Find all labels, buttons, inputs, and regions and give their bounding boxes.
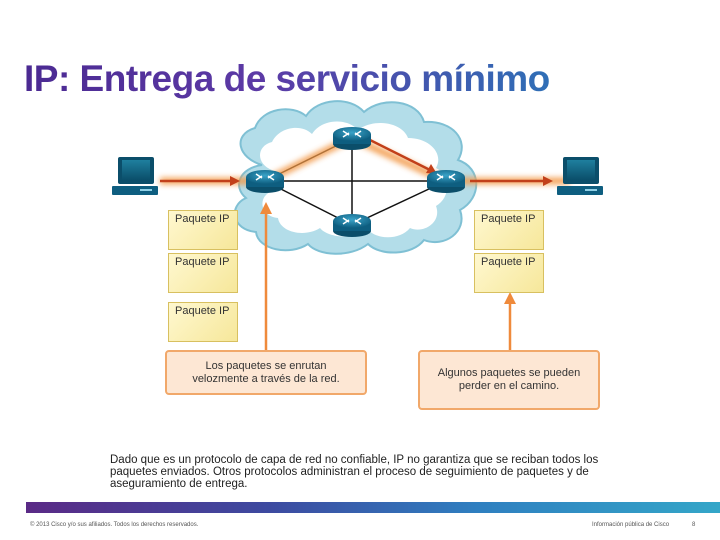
callout-fast-routing: Los paquetes se enrutan velozmente a tra…: [165, 350, 367, 395]
page-number: 8: [692, 522, 696, 528]
router-icon: [333, 214, 371, 237]
pointer-arrow-right: [504, 292, 516, 352]
router-icon: [246, 170, 284, 193]
ip-packet: Paquete IP: [474, 253, 544, 293]
computer-icon: [112, 157, 158, 195]
callout-lost-packets: Algunos paquetes se pueden perder en el …: [418, 350, 600, 410]
pointer-arrow-left: [260, 202, 272, 352]
description-text: Dado que es un protocolo de capa de red …: [110, 454, 599, 490]
ip-packet: Paquete IP: [168, 253, 238, 293]
router-icon: [333, 127, 371, 150]
footer-classification: Información pública de Cisco: [592, 522, 670, 528]
ip-packet: Paquete IP: [168, 302, 238, 342]
router-icon: [427, 170, 465, 193]
ip-packet: Paquete IP: [168, 210, 238, 250]
cloud-icon: [233, 100, 478, 255]
computer-icon: [557, 157, 603, 195]
page-title: IP: Entrega de servicio mínimo: [24, 58, 550, 99]
footer-bar: [26, 502, 720, 513]
ip-packet: Paquete IP: [474, 210, 544, 250]
footer-copyright: © 2013 Cisco y/o sus afiliados. Todos lo…: [30, 522, 199, 528]
